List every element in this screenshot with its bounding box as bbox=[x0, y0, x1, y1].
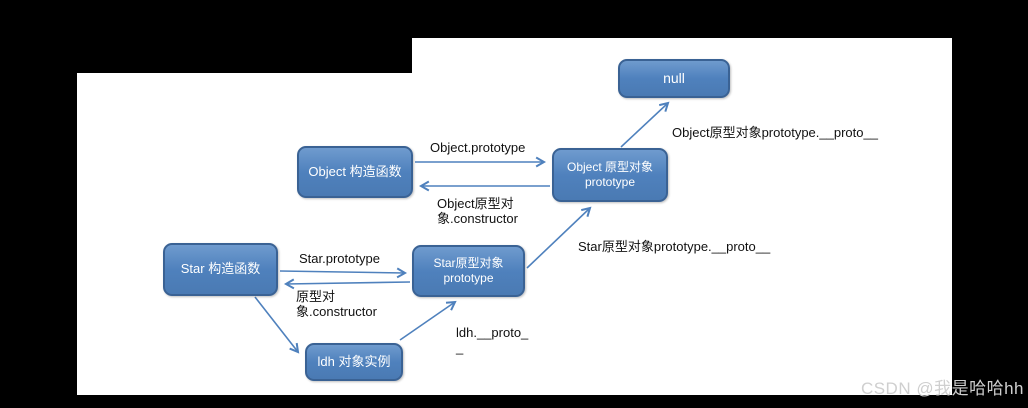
label-star-prototype: Star.prototype bbox=[299, 251, 380, 266]
csdn-watermark: CSDN @我是哈哈hh bbox=[860, 379, 1024, 398]
label-ldh-proto-chain: ldh.__proto_ _ bbox=[456, 325, 529, 356]
slide-background-lower bbox=[77, 73, 952, 395]
label-object-prototype: Object.prototype bbox=[430, 140, 526, 155]
label-object-proto-chain: Object原型对象prototype.__proto__ bbox=[672, 125, 878, 140]
node-ldh-instance: ldh 对象实例 bbox=[305, 343, 403, 381]
node-object-constructor: Object 构造函数 bbox=[297, 146, 413, 198]
node-null: null bbox=[618, 59, 730, 98]
label-star-proto-chain: Star原型对象prototype.__proto__ bbox=[578, 239, 771, 254]
label-object-constructor: Object原型对 象.constructor bbox=[437, 196, 518, 227]
label-star-constructor: 原型对 象.constructor bbox=[296, 289, 377, 320]
node-object-prototype: Object 原型对象 prototype bbox=[552, 148, 668, 202]
node-star-prototype: Star原型对象 prototype bbox=[412, 245, 525, 297]
node-star-constructor: Star 构造函数 bbox=[163, 243, 278, 296]
